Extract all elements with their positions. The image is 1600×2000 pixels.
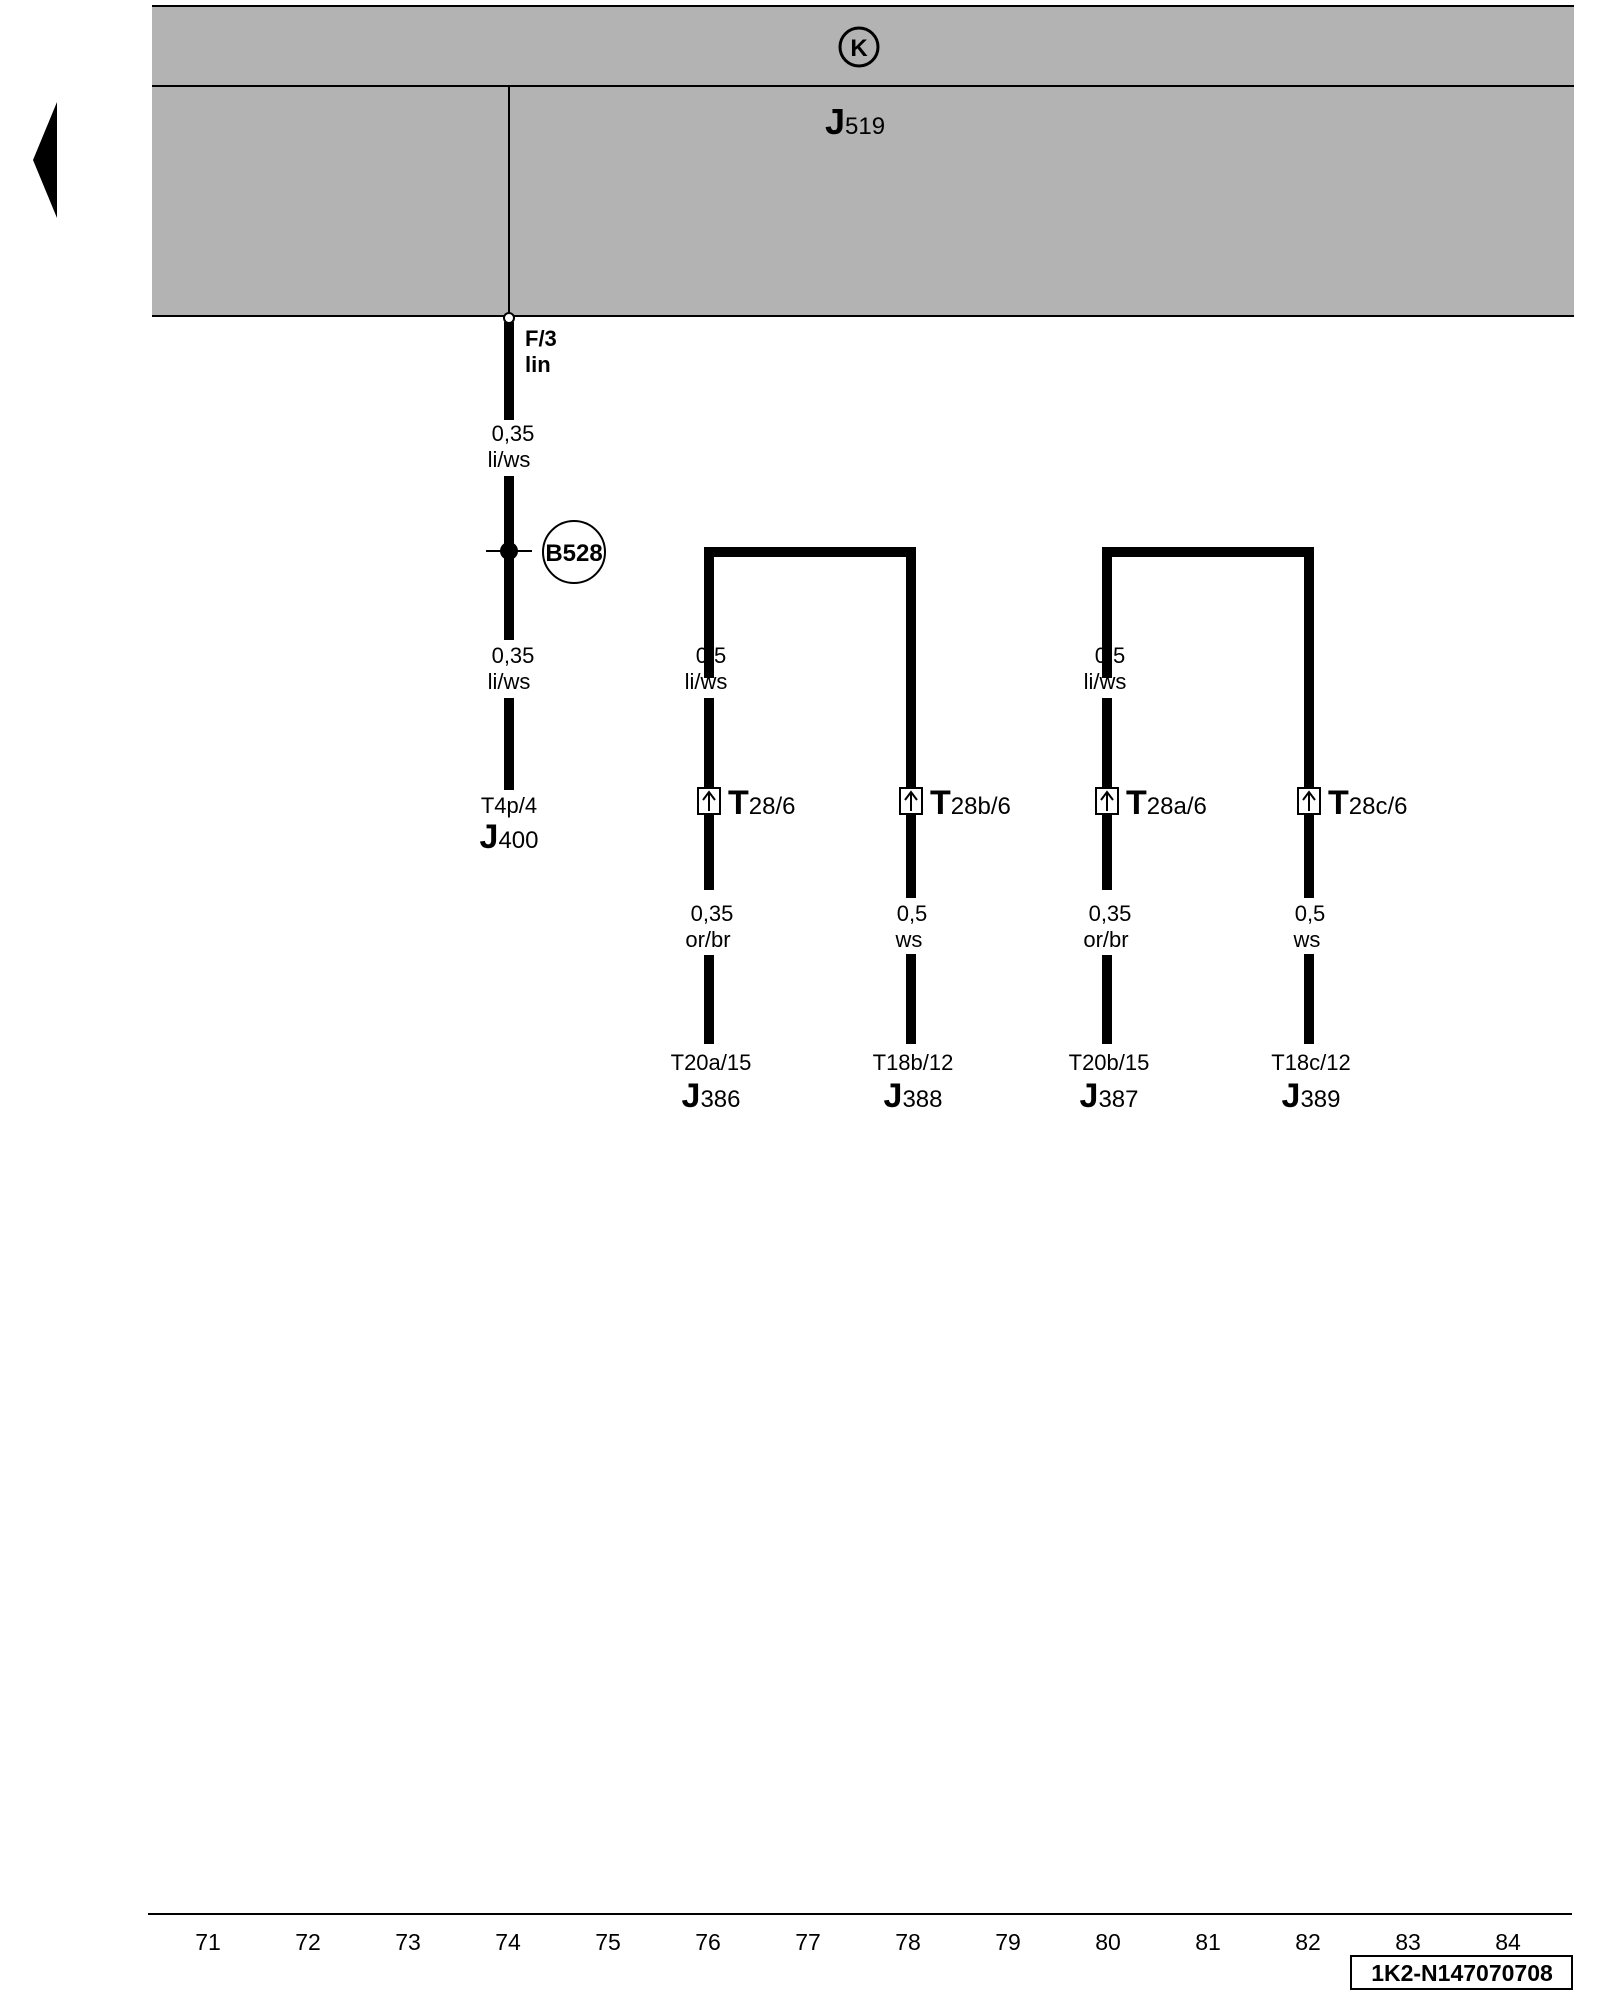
module-pin-label: F/3 xyxy=(525,326,557,351)
module-symbol: K xyxy=(850,35,868,62)
end-component-label: J387 xyxy=(1080,1077,1139,1115)
module-box xyxy=(152,6,1574,316)
ruler-tick-76: 76 xyxy=(695,1929,721,1955)
end-component-label: J389 xyxy=(1282,1077,1341,1115)
connector-label: T28/6 xyxy=(728,784,796,822)
wire-size-label: 0,5 xyxy=(1095,643,1126,668)
ruler-tick-81: 81 xyxy=(1195,1929,1221,1955)
splice-circle-icon xyxy=(542,520,606,584)
end-component-label: J388 xyxy=(884,1077,943,1115)
end-pin-label: T4p/4 xyxy=(481,793,537,818)
branch-group-1: 0,5 li/ws T28/6 0,35 or/br T20a/15 J386 … xyxy=(671,547,1011,1115)
ruler-tick-75: 75 xyxy=(595,1929,621,1955)
control-module: K J519 xyxy=(152,5,1574,317)
ruler-tick-83: 83 xyxy=(1395,1929,1421,1955)
wire-size-label: 0,35 xyxy=(1089,901,1132,926)
wire-size-label: 0,35 xyxy=(492,643,535,668)
end-pin-label: T20b/15 xyxy=(1069,1050,1150,1075)
end-component-label: J386 xyxy=(682,1077,741,1115)
reference-label: 1K2-N147070708 xyxy=(1371,1960,1553,1986)
wire-color-label: li/ws xyxy=(685,669,728,694)
splice-point-icon xyxy=(500,542,518,560)
splice-label: B528 xyxy=(545,540,602,567)
ruler-tick-72: 72 xyxy=(295,1929,321,1955)
ruler-tick-80: 80 xyxy=(1095,1929,1121,1955)
connector-label: T28a/6 xyxy=(1126,784,1207,822)
ruler-tick-82: 82 xyxy=(1295,1929,1321,1955)
reference-box xyxy=(1350,1955,1573,1990)
wire-color-label: li/ws xyxy=(488,669,531,694)
ruler: 71 72 73 74 75 76 77 78 79 80 81 82 83 84 xyxy=(195,1929,1521,1955)
wire-color-label: ws xyxy=(895,927,923,952)
wire-size-label: 0,5 xyxy=(897,901,928,926)
ruler-tick-77: 77 xyxy=(795,1929,821,1955)
ruler-tick-79: 79 xyxy=(995,1929,1021,1955)
wire-color-label: li/ws xyxy=(488,447,531,472)
ruler-tick-71: 71 xyxy=(195,1929,221,1955)
end-pin-label: T18b/12 xyxy=(873,1050,954,1075)
module-signal-label: lin xyxy=(525,352,551,377)
module-symbol-icon xyxy=(838,26,880,68)
ruler-tick-74: 74 xyxy=(495,1929,521,1955)
wire-color-label: or/br xyxy=(685,927,730,952)
module-label: J519 xyxy=(825,101,885,142)
connector-label: T28c/6 xyxy=(1328,784,1408,822)
connector-label: T28b/6 xyxy=(930,784,1011,822)
ruler-tick-73: 73 xyxy=(395,1929,421,1955)
wire-size-label: 0,35 xyxy=(492,421,535,446)
main-wire: 0,35 li/ws B528 0,35 li/ws T4p/4 J400 xyxy=(480,322,606,856)
wire-size-label: 0,5 xyxy=(696,643,727,668)
ruler-tick-78: 78 xyxy=(895,1929,921,1955)
end-pin-label: T18c/12 xyxy=(1271,1050,1351,1075)
wire-size-label: 0,35 xyxy=(691,901,734,926)
ruler-tick-84: 84 xyxy=(1495,1929,1521,1955)
wire-color-label: ws xyxy=(1293,927,1321,952)
branch-group-2: 0,5 li/ws T28a/6 0,35 or/br T20b/15 J387… xyxy=(1069,547,1408,1115)
wire-color-label: or/br xyxy=(1083,927,1128,952)
module-pin-icon xyxy=(503,312,515,324)
wire-color-label: li/ws xyxy=(1084,669,1127,694)
end-pin-label: T20a/15 xyxy=(671,1050,752,1075)
end-component-label: J400 xyxy=(480,818,539,856)
wire-size-label: 0,5 xyxy=(1295,901,1326,926)
page-back-arrow-icon[interactable] xyxy=(33,102,57,218)
